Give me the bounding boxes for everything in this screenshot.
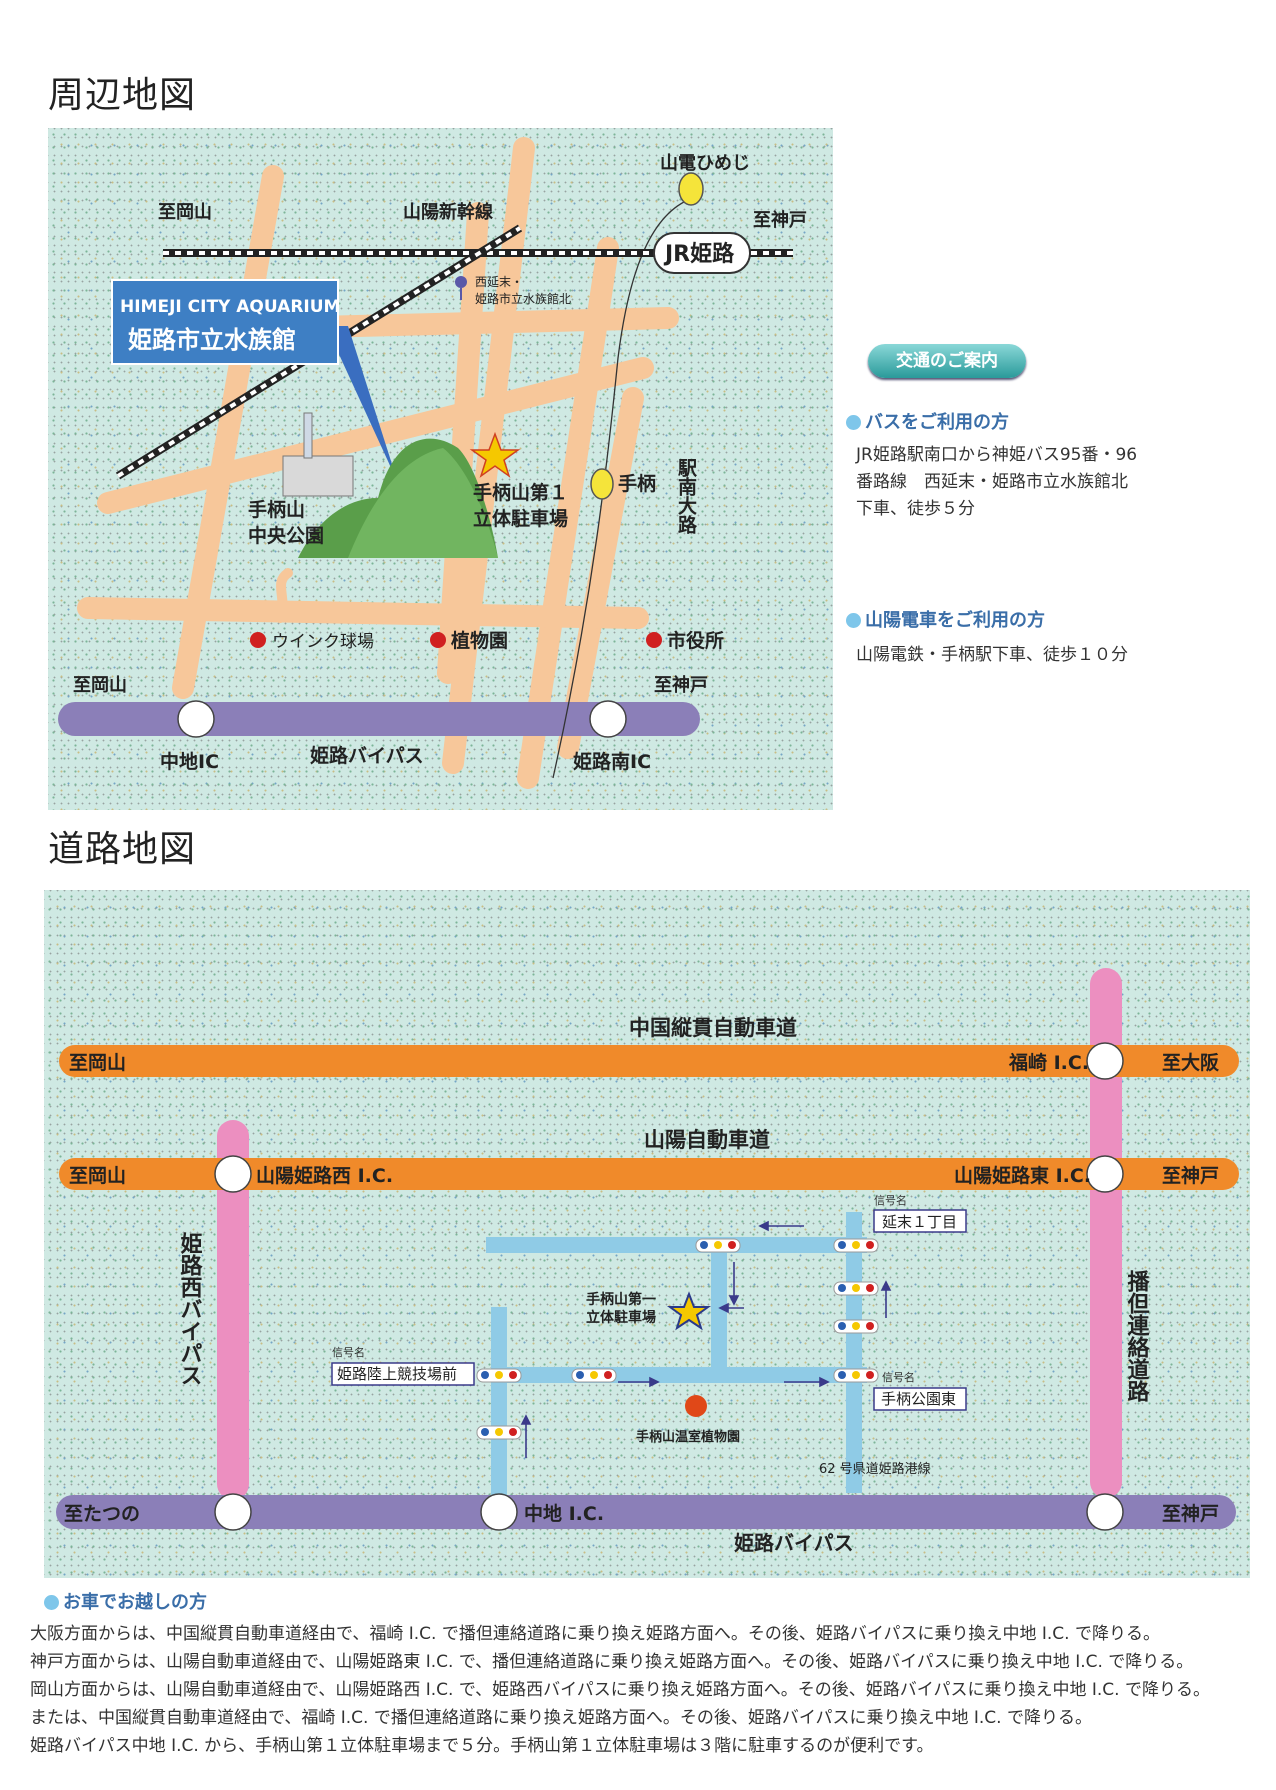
label-signal-tegara-park: 手柄公園東 <box>881 1390 956 1408</box>
label-to-osaka: 至大阪 <box>1162 1051 1220 1074</box>
label-bantan-road: 播但連絡道路 <box>1124 1270 1150 1402</box>
car-line: 姫路バイパス中地 I.C. から、手柄山第１立体駐車場まで５分。手柄山第１立体駐… <box>30 1736 934 1756</box>
label-himeji-west-bypass: 姫路西バイパス <box>177 1231 203 1386</box>
label-tegara-station: 手柄 <box>618 472 656 495</box>
label-to-kobe-1: 至神戸 <box>1162 1164 1219 1187</box>
label-wink: ウインク球場 <box>272 632 374 652</box>
bus-info: JR姫路駅南口から神姫バス95番・96 番路線 西延末・姫路市立水族館北 下車、… <box>856 442 1137 523</box>
label-signal-3: 信号名 <box>882 1370 915 1384</box>
bus-line-1: JR姫路駅南口から神姫バス95番・96 <box>856 445 1138 465</box>
label-to-tatsuno: 至たつの <box>64 1503 140 1525</box>
label-to-okayama-1: 至岡山 <box>69 1052 126 1074</box>
label-parking-1: 手柄山第１ <box>473 481 568 504</box>
label-route62: 62 号県道姫路港線 <box>819 1461 931 1477</box>
label-to-okayama-bottom: 至岡山 <box>73 675 127 696</box>
label-to-kobe-bottom: 至神戸 <box>654 674 708 696</box>
label-himeji-minami-ic: 姫路南IC <box>573 750 651 773</box>
area-map: 至岡山 山陽新幹線 山電ひめじ 至神戸 JR姫路 HIMEJI CITY AQU… <box>48 128 833 810</box>
label-jr-himeji: JR姫路 <box>663 241 735 267</box>
label-chugoku-expressway: 中国縦貫自動車道 <box>629 1016 797 1040</box>
traffic-signals <box>476 1238 879 1440</box>
car-heading: お車でお越しの方 <box>44 1588 207 1614</box>
label-signal-2: 信号名 <box>332 1345 365 1359</box>
train-info: 山陽電鉄・手柄駅下車、徒歩１０分 <box>856 642 1128 669</box>
label-aquarium-ja: 姫路市立水族館 <box>128 326 296 354</box>
bus-line-2: 番路線 西延末・姫路市立水族館北 <box>856 472 1128 492</box>
label-sanyo-himeji-east-ic: 山陽姫路東 I.C. <box>954 1164 1091 1187</box>
label-signal-nobesue: 延末１丁目 <box>882 1213 957 1231</box>
label-himeji-bypass: 姫路バイパス <box>734 1531 854 1555</box>
label-park-2: 中央公園 <box>248 524 324 547</box>
road-map-graphic: 中国縦貫自動車道 至岡山 福崎 I.C. 至大阪 山陽自動車道 至岡山 山陽姫路… <box>56 968 1239 1555</box>
label-nakachi-ic: 中地IC <box>160 750 219 773</box>
label-fukusaki-ic: 福崎 I.C. <box>1008 1051 1089 1074</box>
car-line: 岡山方面からは、山陽自動車道経由で、山陽姫路西 I.C. で、姫路西バイパスに乗… <box>30 1680 1210 1700</box>
label-bypass: 姫路バイパス <box>310 744 424 767</box>
train-heading: 山陽電車をご利用の方 <box>846 606 1045 632</box>
area-map-graphic: 至岡山 山陽新幹線 山電ひめじ 至神戸 JR姫路 HIMEJI CITY AQU… <box>58 137 807 789</box>
label-signal-stadium: 姫路陸上競技場前 <box>337 1365 457 1383</box>
label-parking-2-road: 立体駐車場 <box>586 1309 656 1326</box>
access-badge: 交通のご案内 <box>868 344 1026 378</box>
label-city-hall: 市役所 <box>667 629 724 652</box>
label-to-kobe-2: 至神戸 <box>1162 1502 1219 1525</box>
label-aquarium-en: HIMEJI CITY AQUARIUM <box>120 297 340 317</box>
label-signal-1: 信号名 <box>874 1193 907 1207</box>
label-bus-stop-2: 姫路市立水族館北 <box>475 291 571 306</box>
label-ekiminami-odori: 駅南大路 <box>675 458 698 535</box>
bullet-dot <box>44 1595 59 1610</box>
bus-heading: バスをご利用の方 <box>846 408 1009 434</box>
label-park-1: 手柄山 <box>248 498 305 521</box>
car-line: または、中国縦貫自動車道経由で、福崎 I.C. で播但連絡道路に乗り換え姫路方面… <box>30 1708 1092 1728</box>
label-nakachi-ic-road: 中地 I.C. <box>524 1502 604 1525</box>
train-line-1: 山陽電鉄・手柄駅下車、徒歩１０分 <box>856 645 1128 665</box>
car-line: 大阪方面からは、中国縦貫自動車道経由で、福崎 I.C. で播但連絡道路に乗り換え… <box>30 1624 1160 1644</box>
label-parking-1-road: 手柄山第一 <box>586 1291 656 1308</box>
label-sanyo-himeji: 山電ひめじ <box>660 153 750 174</box>
label-to-okayama-top: 至岡山 <box>158 202 212 223</box>
label-botanical: 植物園 <box>451 629 508 652</box>
road-map-heading: 道路地図 <box>48 829 197 870</box>
label-shinkansen: 山陽新幹線 <box>403 201 493 223</box>
label-greenhouse: 手柄山温室植物園 <box>636 1429 740 1445</box>
bullet-dot <box>846 415 861 430</box>
area-map-heading: 周辺地図 <box>48 75 197 116</box>
label-sanyo-himeji-west-ic: 山陽姫路西 I.C. <box>256 1164 393 1187</box>
label-bus-stop-1: 西延末・ <box>475 275 523 289</box>
bullet-dot <box>846 613 861 628</box>
label-sanyo-expressway: 山陽自動車道 <box>644 1128 770 1152</box>
bus-line-3: 下車、徒歩５分 <box>856 499 975 519</box>
road-map: 中国縦貫自動車道 至岡山 福崎 I.C. 至大阪 山陽自動車道 至岡山 山陽姫路… <box>44 890 1250 1578</box>
car-access-text: 大阪方面からは、中国縦貫自動車道経由で、福崎 I.C. で播但連絡道路に乗り換え… <box>30 1620 1260 1760</box>
label-to-okayama-2: 至岡山 <box>69 1165 126 1187</box>
label-to-kobe-top: 至神戸 <box>753 209 807 231</box>
label-parking-2: 立体駐車場 <box>473 507 568 530</box>
car-line: 神戸方面からは、山陽自動車道経由で、山陽姫路東 I.C. で、播但連絡道路に乗り… <box>30 1652 1194 1672</box>
